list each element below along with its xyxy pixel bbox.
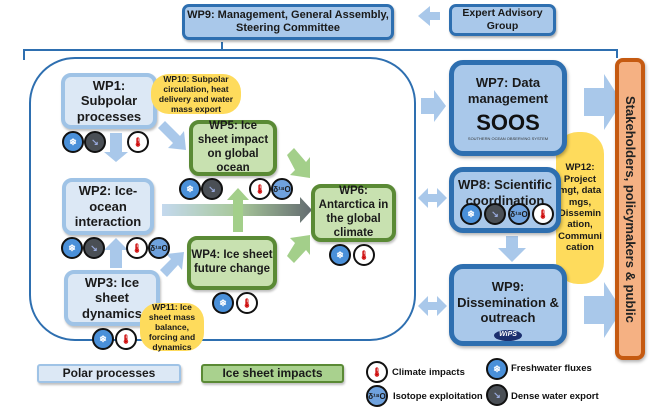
dense-water-export-icon: ↘	[484, 203, 506, 225]
wp2-box: WP2: Ice-ocean interaction	[62, 178, 154, 235]
wp9-dissemination-box: WP9: Dissemination & outreach WiPS	[449, 264, 567, 346]
legend-dense-label: Dense water export	[511, 391, 599, 402]
isotope-exploitation-icon: δ¹⁸O	[271, 178, 293, 200]
climate-impacts-icon: 🌡	[236, 292, 258, 314]
legend-polar-processes: Polar processes	[37, 364, 181, 383]
wp9-management-label: WP9: Management, General Assembly, Steer…	[187, 8, 389, 34]
wips-logo: WiPS	[494, 329, 522, 341]
dense-water-export-icon: ↘	[201, 178, 223, 200]
arrow-wp7-stakeholders	[584, 74, 622, 130]
soos-logo: SOOS	[476, 110, 540, 136]
wp12-bubble: WP12: Project mgt, data mgs, Dissemin at…	[556, 132, 604, 284]
wp11-label: WP11: Ice sheet mass balance, forcing an…	[148, 301, 196, 353]
wp11-bubble: WP11: Ice sheet mass balance, forcing an…	[140, 301, 204, 353]
stakeholders-label: Stakeholders, policymakers & public	[622, 95, 638, 323]
arrow-wp5-wp6	[287, 148, 310, 178]
soos-logo-subtitle: SOUTHERN OCEAN OBSERVING SYSTEM	[467, 135, 549, 141]
wp1-label: WP1: Subpolar processes	[76, 77, 142, 124]
legend-ice-label: Ice sheet impacts	[222, 366, 323, 381]
wp12-label: WP12: Project mgt, data mgs, Dissemin at…	[558, 162, 602, 254]
wp7-box: WP7: Data management SOOS SOUTHERN OCEAN…	[449, 60, 567, 156]
freshwater-fluxes-icon: ❄	[92, 328, 114, 350]
freshwater-fluxes-icon: ❄	[212, 292, 234, 314]
freshwater-fluxes-icon: ❄	[179, 178, 201, 200]
legend-isotope-label: Isotope exploitation	[393, 391, 483, 402]
wp9-dissemination-label: WP9: Dissemination & outreach	[457, 279, 559, 326]
wp6-label: WP6: Antarctica in the global climate	[318, 185, 389, 239]
wp5-label: WP5: Ice sheet impact on global ocean	[197, 120, 269, 174]
freshwater-fluxes-icon: ❄	[61, 237, 83, 259]
legend-climate-label: Climate impacts	[392, 367, 465, 378]
climate-impacts-icon: 🌡	[249, 178, 271, 200]
climate-impacts-icon: 🌡	[353, 244, 375, 266]
wp6-box: WP6: Antarctica in the global climate	[311, 184, 396, 242]
arrow-wp9d-stakeholders	[584, 282, 622, 338]
wp3-label: WP3: Ice sheet dynamics	[82, 274, 142, 321]
stakeholders-box: Stakeholders, policymakers & public	[615, 58, 645, 360]
dense-water-export-icon: ↘	[83, 237, 105, 259]
wp10-label: WP10: Subpolar circulation, heat deliver…	[158, 73, 234, 115]
freshwater-fluxes-icon: ❄	[62, 131, 84, 153]
core-container	[29, 57, 416, 341]
dense-water-export-icon: ↘	[84, 131, 106, 153]
climate-impacts-icon: 🌡	[126, 237, 148, 259]
freshwater-fluxes-icon: ❄	[329, 244, 351, 266]
arrow-wp4-wp6	[287, 235, 310, 263]
wp2-label: WP2: Ice-ocean interaction	[74, 183, 142, 230]
wp4-label: WP4: Ice sheet future change	[191, 249, 273, 275]
arrow-wp3-wp2	[104, 238, 128, 268]
wp1-box: WP1: Subpolar processes	[61, 73, 157, 129]
arrow-core-wp8	[418, 188, 447, 208]
expert-advisory-box: Expert Advisory Group	[449, 4, 556, 36]
expert-advisory-label: Expert Advisory Group	[462, 7, 543, 32]
climate-impacts-icon: 🌡	[366, 361, 388, 383]
wp7-label: WP7: Data management	[467, 75, 549, 106]
climate-impacts-icon: 🌡	[115, 328, 137, 350]
isotope-exploitation-icon: δ¹⁸O	[366, 385, 388, 407]
arrow-wp3-wp4	[160, 252, 184, 277]
wp4-box: WP4: Ice sheet future change	[187, 236, 277, 290]
org-bracket	[23, 42, 618, 60]
legend-polar-label: Polar processes	[62, 366, 156, 381]
arrow-core-wp9d	[418, 296, 447, 316]
arrow-wp4-wp5	[227, 188, 249, 232]
wp9-management-box: WP9: Management, General Assembly, Steer…	[182, 4, 394, 40]
legend-freshwater-label: Freshwater fluxes	[511, 363, 592, 374]
arrow-core-wp7	[421, 90, 446, 122]
climate-impacts-icon: 🌡	[127, 131, 149, 153]
arrow-expert-to-wp9	[418, 6, 440, 26]
climate-impacts-icon: 🌡	[532, 203, 554, 225]
wp3-box: WP3: Ice sheet dynamics	[64, 270, 160, 326]
freshwater-fluxes-icon: ❄	[486, 358, 508, 380]
isotope-exploitation-icon: δ¹⁸O	[508, 203, 530, 225]
arrow-wp1-wp5	[158, 121, 186, 150]
arrow-wp1-wp2	[104, 133, 128, 162]
arrow-wp8-wp9d	[498, 236, 526, 262]
isotope-exploitation-icon: δ¹⁸O	[148, 237, 170, 259]
legend-ice-sheet-impacts: Ice sheet impacts	[201, 364, 344, 383]
freshwater-fluxes-icon: ❄	[460, 203, 482, 225]
wp5-box: WP5: Ice sheet impact on global ocean	[189, 120, 277, 176]
wp10-bubble: WP10: Subpolar circulation, heat deliver…	[151, 74, 241, 114]
dense-water-export-icon: ↘	[486, 384, 508, 406]
